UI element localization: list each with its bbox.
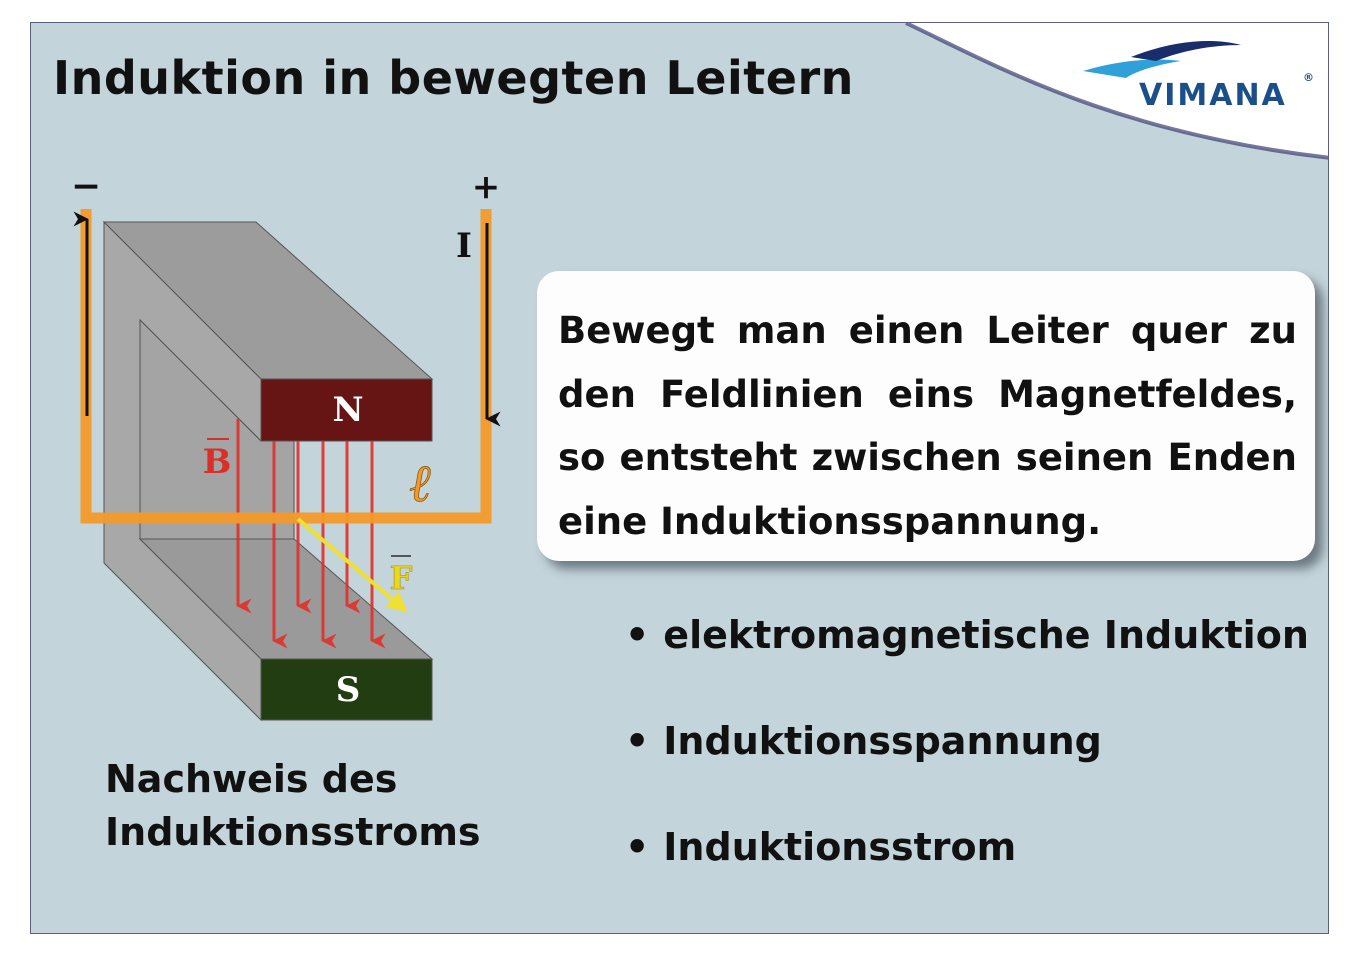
- minus-label: −: [71, 165, 101, 207]
- vimana-logo-icon: [1083, 41, 1241, 78]
- term-list: •elektromagnetische Induktion •Induktion…: [625, 613, 1309, 931]
- north-label: N: [332, 390, 363, 430]
- horseshoe-magnet: [102, 220, 434, 722]
- current-label: I: [456, 226, 472, 266]
- field-label: B: [203, 442, 232, 482]
- south-label: S: [336, 670, 361, 710]
- force-label: F: [390, 559, 413, 597]
- diagram-caption: Nachweis des Induktionsstroms: [105, 757, 481, 854]
- page-title: Induktion in bewegten Leitern: [53, 51, 854, 105]
- field-lines: [236, 419, 386, 649]
- slide: VIMANA ® Induktion in bewegten Leitern N…: [30, 22, 1329, 934]
- length-label: ℓ: [410, 453, 432, 514]
- list-item: •Induktionsspannung: [625, 719, 1102, 763]
- south-pole: [260, 658, 433, 721]
- definition-callout: Bewegt man einen Leiter quer zu den Feld…: [537, 271, 1315, 561]
- logo-area: VIMANA ®: [905, 23, 1328, 160]
- logo-text: VIMANA: [1139, 78, 1287, 113]
- list-item: •Induktionsstrom: [625, 825, 1017, 869]
- list-item: •elektromagnetische Induktion: [625, 613, 1309, 657]
- registered-mark: ®: [1303, 71, 1314, 84]
- plus-label: +: [472, 167, 501, 207]
- force-arrow: [296, 517, 408, 613]
- callout-text: Bewegt man einen Leiter quer zu den Feld…: [558, 309, 1297, 543]
- induction-diagram: N S − + I B F ℓ: [71, 165, 501, 722]
